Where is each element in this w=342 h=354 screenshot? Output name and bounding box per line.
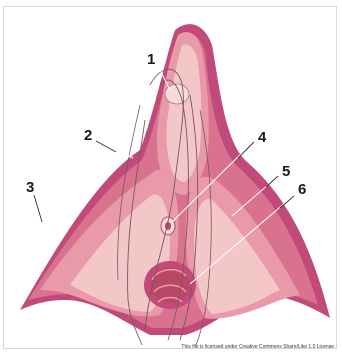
leader-dark-3: [34, 195, 42, 222]
label-6: 6: [298, 182, 306, 197]
label-4: 4: [258, 130, 266, 145]
label-3: 3: [26, 180, 34, 195]
leader-dark-4: [238, 142, 254, 158]
leader-dark-5: [266, 176, 278, 187]
label-1: 1: [147, 52, 155, 67]
leader-line-3: [36, 196, 50, 240]
label-5: 5: [282, 164, 290, 179]
leader-dark-2: [96, 141, 116, 152]
leader-line-2: [98, 140, 133, 158]
label-2: 2: [84, 128, 92, 143]
license-note: This file is licensed under Creative Com…: [181, 344, 334, 350]
